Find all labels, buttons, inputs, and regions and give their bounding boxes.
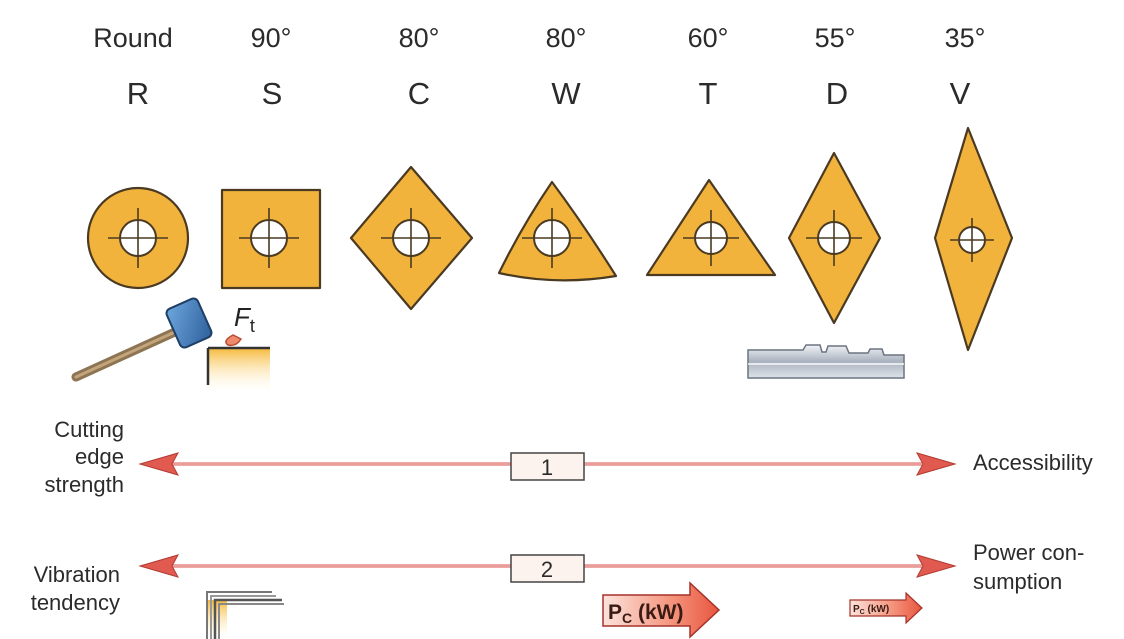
letter-row: R S C W T D V [127,76,971,111]
power-label-large: PC (kW) [608,601,683,626]
power-con-label-line: Power con- [973,540,1084,565]
profile-shaft-icon [747,344,905,379]
vibration-waves-icon [206,591,284,639]
angle-label-w: 80° [546,23,587,53]
angle-label-v: 35° [945,23,986,53]
angle-label-t: 60° [688,23,729,53]
angle-label-s: 90° [251,23,292,53]
arrow-1: 1 [138,452,957,481]
arrow-1-number: 1 [541,455,553,480]
arrow-1-left-head [138,452,180,476]
insert-crosshairs [108,208,994,268]
edge-label-line: edge [75,444,124,469]
angle-label-d: 55° [815,23,856,53]
power-arrow-small: PC (kW) [849,591,923,625]
arrow-2-right-label: Power con- sumption [973,540,1084,594]
shape-letter-r: R [127,76,149,111]
arrow-2-right-head [915,554,957,578]
cutting-label-line: Cutting [54,417,124,442]
shape-letter-t: T [699,76,718,111]
arrow-2: 2 [138,554,957,583]
tendency-label-line: tendency [31,590,120,615]
shape-letter-c: C [408,76,430,111]
shape-letter-s: S [262,76,283,111]
angle-row: Round 90° 80° 80° 60° 55° 35° [93,23,985,53]
hammer-force-icon: Ft [71,297,270,392]
accessibility-label: Accessibility [973,450,1093,475]
hammer-head [165,297,213,349]
sumption-label-line: sumption [973,569,1062,594]
power-label-small: PC (kW) [853,604,889,616]
angle-label-r: Round [93,23,173,53]
strength-label-line: strength [45,472,125,497]
power-arrow-large: PC (kW) [602,581,721,639]
arrow-1-left-label: Cutting edge strength [45,417,125,497]
shape-letter-v: V [950,76,971,111]
shape-letter-w: W [551,76,581,111]
vibration-label-line: Vibration [34,562,120,587]
arrow-1-right-head [915,452,957,476]
arrow-2-number: 2 [541,557,553,582]
arrow-2-left-label: Vibration tendency [31,562,120,615]
arrow-2-left-head [138,554,180,578]
angle-label-c: 80° [399,23,440,53]
force-label: Ft [234,302,255,336]
shape-letter-d: D [826,76,848,111]
